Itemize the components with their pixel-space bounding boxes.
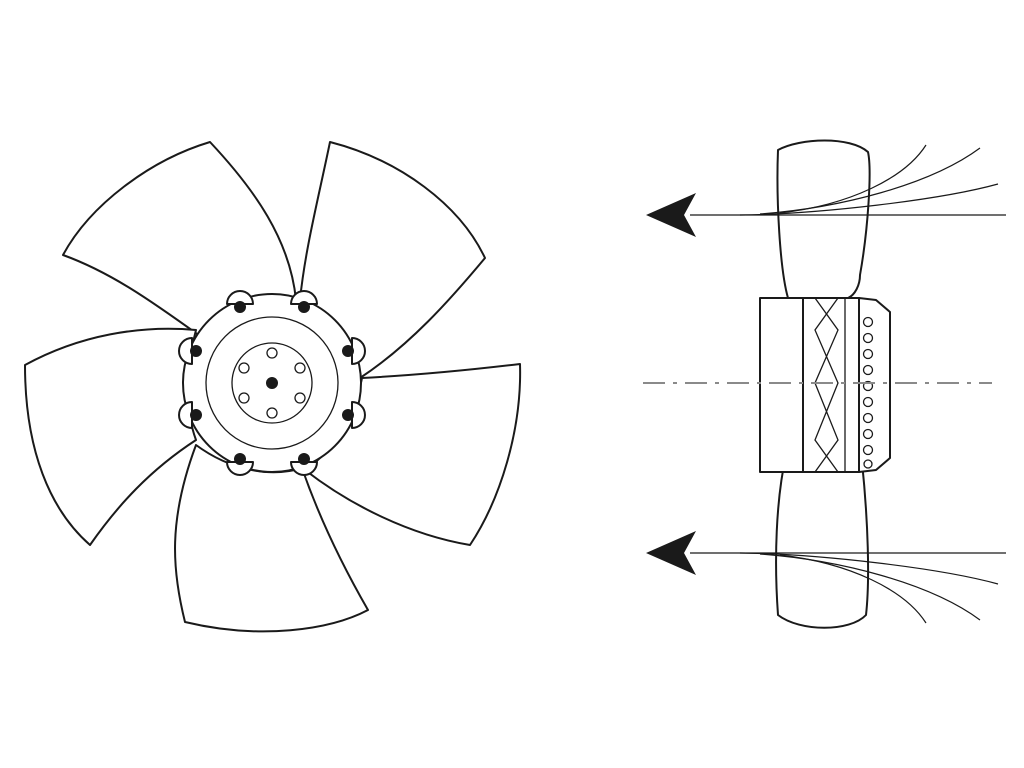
hub-inner-ring bbox=[231, 342, 313, 424]
bolt bbox=[178, 401, 202, 429]
blade-left bbox=[24, 327, 197, 546]
fan-side-view bbox=[643, 139, 1006, 629]
airflow-bottom bbox=[646, 531, 1006, 624]
hole bbox=[294, 362, 306, 374]
bolt bbox=[178, 337, 202, 365]
hole bbox=[238, 392, 250, 404]
bolt bbox=[342, 401, 366, 429]
cooling-fins bbox=[862, 316, 874, 469]
bolt bbox=[226, 290, 254, 313]
hub-bolts bbox=[178, 290, 366, 476]
blade-bottom bbox=[174, 444, 369, 633]
hub-shaft bbox=[266, 377, 278, 389]
motor-stator bbox=[802, 297, 860, 473]
bolt bbox=[290, 290, 318, 313]
blade-profile-bottom bbox=[775, 454, 870, 629]
hole bbox=[238, 362, 250, 374]
bolt bbox=[226, 453, 254, 476]
hub-middle-ring bbox=[205, 316, 339, 450]
hole bbox=[266, 347, 278, 359]
arrowhead-bottom bbox=[646, 531, 696, 575]
arrowhead-top bbox=[646, 193, 696, 237]
hub-holes bbox=[238, 347, 306, 419]
hole bbox=[266, 407, 278, 419]
airflow-top bbox=[646, 144, 1006, 237]
bolt bbox=[342, 337, 366, 365]
fan-front-view bbox=[24, 141, 522, 633]
hole bbox=[294, 392, 306, 404]
bolt bbox=[290, 453, 318, 476]
motor-housing bbox=[759, 297, 804, 473]
motor-front-cap bbox=[858, 297, 891, 473]
blade-profile-top bbox=[776, 139, 871, 299]
